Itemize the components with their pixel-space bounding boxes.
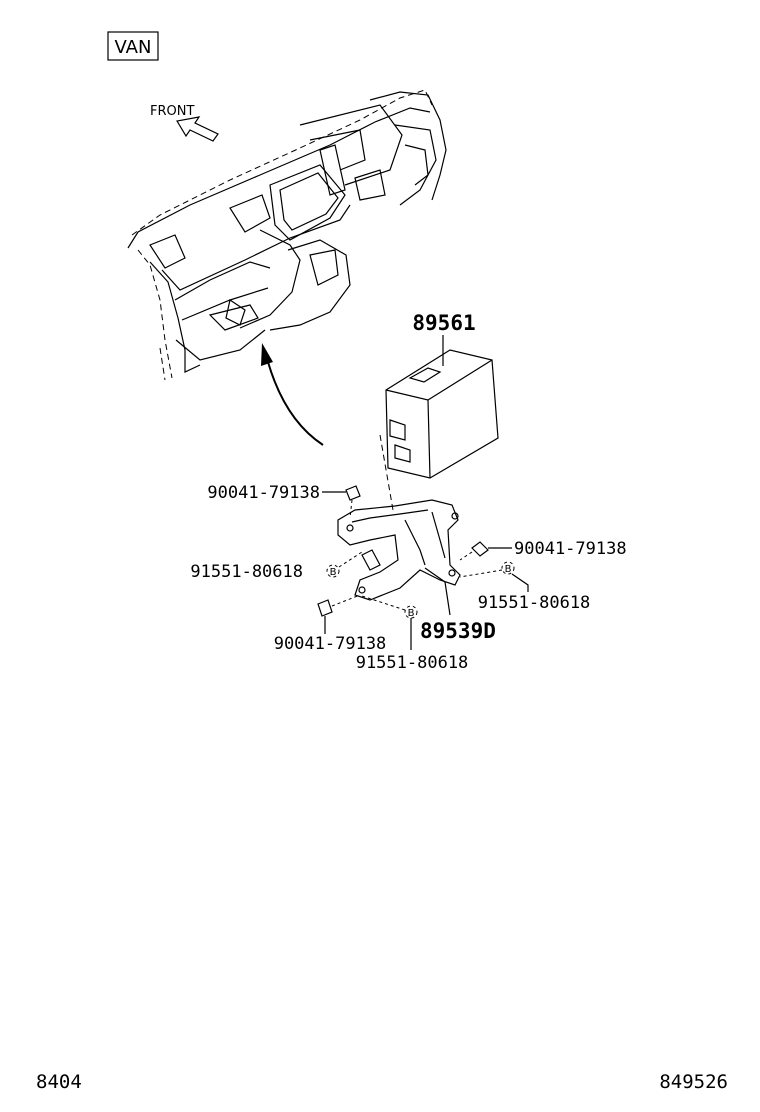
- part-number-nut-bottom: 90041-79138: [274, 634, 387, 654]
- nut-bottom: 90041-79138: [274, 594, 387, 654]
- bolt-icon: [326, 564, 340, 578]
- bolt-marker: B: [330, 567, 337, 578]
- bolt-left: B 91551-80618: [190, 551, 363, 582]
- bracket-89539D: 89539D: [337, 499, 496, 643]
- computer-module-89561: 89561: [385, 311, 499, 479]
- part-number-bolt-right: 91551-80618: [478, 593, 591, 613]
- nut-icon: [317, 599, 333, 617]
- bolt-icon: [501, 561, 515, 575]
- part-number-nut-right: 90041-79138: [514, 539, 627, 559]
- part-number-bolt-left: 91551-80618: [190, 562, 303, 582]
- part-number-nut-top-left: 90041-79138: [207, 483, 320, 503]
- install-arrow-curve: [267, 361, 324, 446]
- nut-right: 90041-79138: [459, 539, 627, 561]
- variant-box: VAN: [107, 31, 159, 61]
- install-arrow: [261, 343, 324, 446]
- bolt-right: B 91551-80618: [459, 561, 591, 613]
- bolt-icon: [404, 605, 418, 619]
- front-label: FRONT: [150, 104, 194, 119]
- bolt-marker: B: [505, 564, 512, 575]
- footer-right-code: 849526: [659, 1071, 728, 1093]
- part-number-bolt-bottom: 91551-80618: [356, 653, 469, 673]
- bolt-bottom: B 91551-80618: [356, 595, 469, 673]
- nut-icon: [471, 541, 489, 557]
- part-number-89561: 89561: [412, 311, 475, 335]
- part-number-89539D: 89539D: [420, 619, 496, 643]
- variant-box-frame: [107, 31, 159, 61]
- install-arrow-head-icon: [261, 343, 273, 366]
- variant-label: VAN: [115, 37, 152, 58]
- front-arrow-icon: [176, 116, 219, 142]
- front-indicator: FRONT: [150, 104, 219, 142]
- bolt-marker: B: [408, 608, 415, 619]
- instrument-panel-illustration: [127, 89, 447, 381]
- footer-left-code: 8404: [36, 1071, 82, 1093]
- nut-icon: [345, 485, 361, 501]
- nut-top-left: 90041-79138: [207, 483, 361, 519]
